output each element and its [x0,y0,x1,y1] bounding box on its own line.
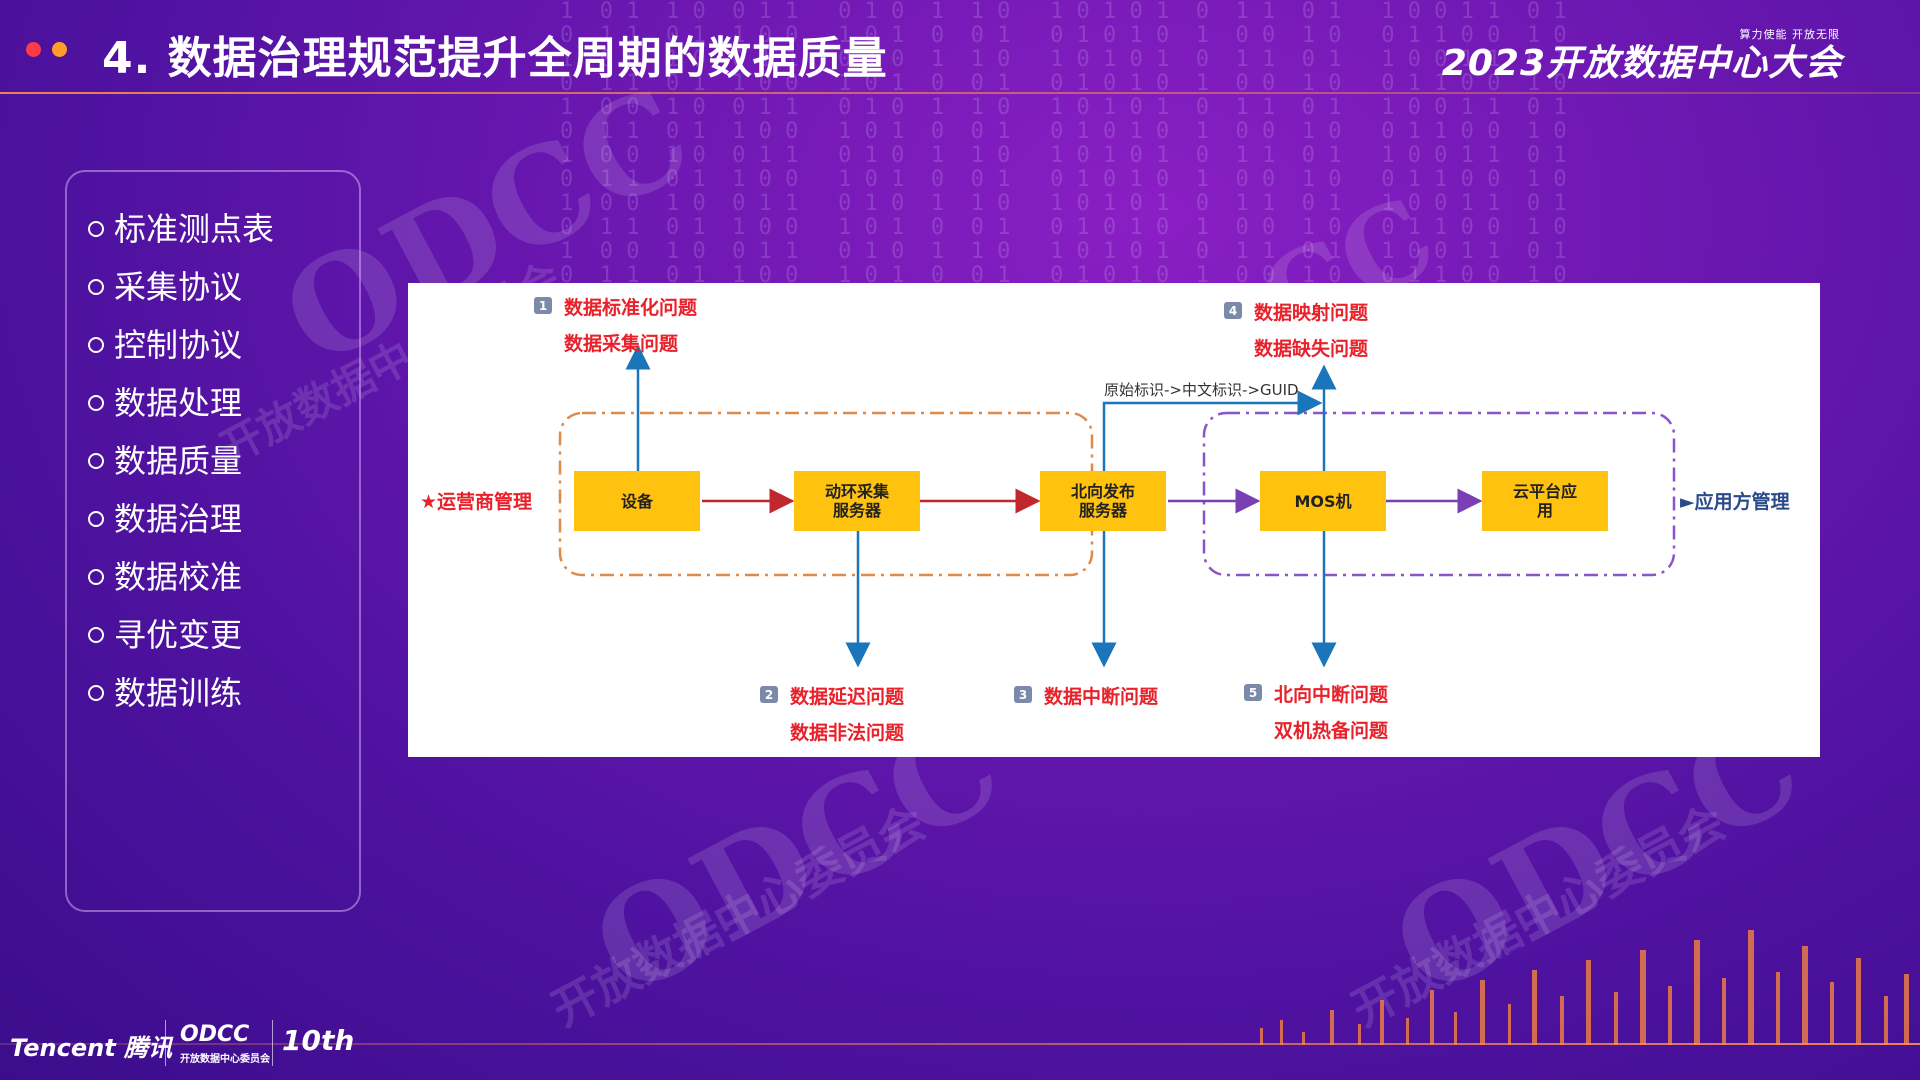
binary-background-decoration: 1 0 1 1 0 0 1 1 0 1 0 1 1 0 1 0 1 0 1 0 … [560,0,1567,288]
list-item: 寻优变更 [88,604,274,662]
issue-text: 数据标准化问题 [564,297,698,319]
issue-text: 数据采集问题 [564,333,679,355]
issue-number-badge: 4 [1224,302,1242,319]
list-item-label: 数据训练 [114,674,243,712]
conference-slogan: 算力使能 开放无限 [1739,28,1840,41]
circle-bullet-icon [88,395,104,411]
page-title: 4. 数据治理规范提升全周期的数据质量 [102,33,888,84]
circle-bullet-icon [88,569,104,585]
node-device: 设备 [574,471,700,531]
list-item-label: 数据治理 [114,500,243,538]
header-dot-red [26,42,41,57]
list-item-label: 标准测点表 [114,210,275,248]
list-item: 数据训练 [88,662,274,720]
list-item: 采集协议 [88,256,274,314]
list-item-label: 采集协议 [114,268,243,306]
mapping-label: 原始标识->中文标识->GUID [1104,381,1299,399]
circle-bullet-icon [88,685,104,701]
list-item: 标准测点表 [88,198,274,256]
mapping-arrow [1102,390,1323,471]
odcc-logo-subtitle: 开放数据中心委员会 [180,1054,270,1065]
anniversary-logo: 10th [282,1024,355,1057]
circle-bullet-icon [88,337,104,353]
list-item-label: 控制协议 [114,326,243,364]
list-item: 数据处理 [88,372,274,430]
list-item-label: 数据校准 [114,558,243,596]
issue-text: 数据映射问题 [1254,302,1369,324]
issue-text: 双机热备问题 [1274,720,1389,742]
issue-text: 数据缺失问题 [1254,338,1369,360]
application-management-label: ►应用方管理 [1680,491,1790,513]
node-northbound-server: 北向发布 服务器 [1040,471,1166,531]
footer-separator [165,1020,166,1066]
list-item: 数据治理 [88,488,274,546]
tencent-logo: Tencent 腾讯 [10,1034,173,1062]
issue-number-badge: 1 [534,297,552,314]
circle-bullet-icon [88,453,104,469]
issue-text: 数据延迟问题 [790,686,905,708]
node-collection-server: 动环采集 服务器 [794,471,920,531]
skyline-decoration [1260,930,1909,1045]
operator-management-label: ★运营商管理 [420,491,533,513]
issue-number-badge: 3 [1014,686,1032,703]
issue-text: 数据中断问题 [1044,686,1159,708]
header-dot-orange [52,42,67,57]
circle-bullet-icon [88,627,104,643]
application-zone-border [1202,411,1676,577]
node-cloud-app: 云平台应 用 [1482,471,1608,531]
list-item: 数据质量 [88,430,274,488]
footer-divider [0,1043,1920,1045]
circle-bullet-icon [88,511,104,527]
circle-bullet-icon [88,279,104,295]
issue-number-badge: 2 [760,686,778,703]
topic-list: 标准测点表 采集协议 控制协议 数据处理 数据质量 数据治理 数据校准 寻优变更… [88,198,274,720]
issue-text: 北向中断问题 [1274,684,1389,706]
circle-bullet-icon [88,221,104,237]
list-item: 数据校准 [88,546,274,604]
topic-list-panel [65,170,361,912]
list-item: 控制协议 [88,314,274,372]
data-flow-diagram: ★运营商管理 ►应用方管理 设备 动环采集 服务器 北向发布 服务器 MOS机 … [408,283,1820,757]
list-item-label: 数据质量 [114,442,243,480]
list-item-label: 数据处理 [114,384,243,422]
list-item-label: 寻优变更 [114,616,243,654]
header-divider [0,92,1920,94]
issue-text: 数据非法问题 [790,722,905,744]
node-mos-machine: MOS机 [1260,471,1386,531]
conference-name: 2023开放数据中心大会 [1441,43,1842,84]
issue-number-badge: 5 [1244,684,1262,701]
footer-separator [272,1020,273,1066]
odcc-logo: ODCC [180,1022,250,1047]
conference-logo: 算力使能 开放无限 2023开放数据中心大会 [1420,24,1860,84]
